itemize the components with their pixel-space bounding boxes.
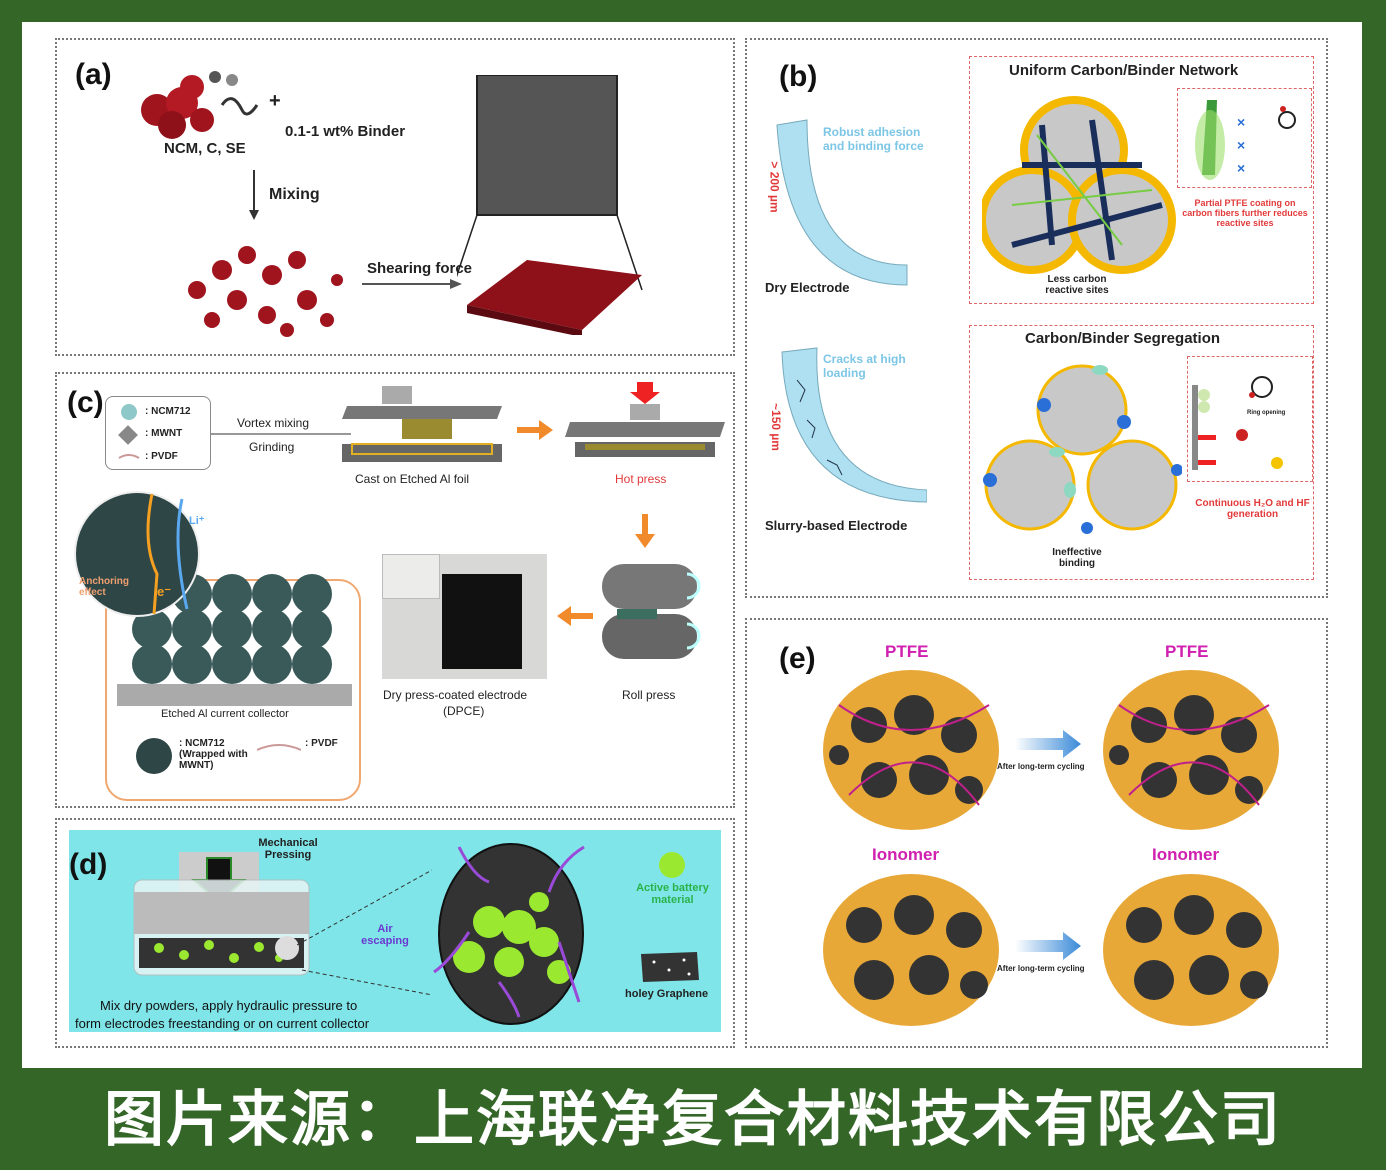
vortex-mixing-label: Vortex mixing — [237, 416, 310, 430]
panel-e-label: (e) — [779, 642, 816, 675]
ptfe-coated-fiber-icon: × × × — [1195, 100, 1296, 180]
right-arrow-icon — [362, 279, 462, 289]
ionomer-label-right: Ionomer — [1152, 845, 1220, 864]
segregated-spheres — [983, 364, 1182, 534]
bottom-side-text: Cracks at high loading — [823, 352, 906, 380]
svg-text:×: × — [1237, 137, 1245, 153]
top-detail-box — [1177, 88, 1312, 188]
ionomer-particle-before — [823, 874, 999, 1026]
panel-a: (a) NCM, C, SE + 0.1-1 wt% Binder Mixing… — [55, 38, 735, 356]
cast-press-icon — [342, 386, 502, 462]
bottom-title: Carbon/Binder Segregation — [1025, 330, 1221, 347]
bottom-detail-box — [1187, 356, 1313, 482]
ionomer-label-left: Ionomer — [872, 845, 940, 864]
slurry-electrode-label: Slurry-based Electrode — [765, 518, 908, 533]
electron-label: e⁻ — [157, 584, 172, 599]
pressing-die-icon — [133, 852, 310, 976]
binder-label: 0.1-1 wt% Binder — [285, 123, 406, 140]
holey-graphene-icon — [641, 952, 699, 982]
sem-image-and-electrode — [457, 75, 643, 335]
ptfe-label-right: PTFE — [1165, 642, 1209, 661]
panel-c: (c) : NCM712 : MWNT : PVDF Vortex mixing… — [55, 372, 735, 808]
lithium-label: Li⁺ — [189, 515, 205, 527]
ring-opening-icon — [1192, 376, 1283, 470]
materials-legend — [105, 396, 211, 470]
panel-b-label: (b) — [779, 60, 818, 93]
zoomed-circle-illustration — [433, 843, 585, 1025]
cycling-label-bottom: After long-term cycling — [997, 964, 1085, 973]
plus-sign: + — [269, 90, 281, 112]
anchoring-label: Anchoring effect — [79, 576, 129, 598]
panel-a-label: (a) — [75, 58, 112, 91]
bottom-zoom-box — [969, 325, 1314, 580]
ncm-particles-icon — [141, 71, 259, 139]
orange-arrow-down-icon — [635, 514, 655, 548]
cycling-label-top: After long-term cycling — [997, 762, 1085, 771]
top-note: Partial PTFE coating on carbon fibers fu… — [1182, 198, 1308, 228]
legend-mwnt: : MWNT — [145, 428, 183, 439]
pvdf-legend-icon — [257, 744, 301, 751]
materials-label: NCM, C, SE — [164, 140, 246, 157]
top-title: Uniform Carbon/Binder Network — [1009, 62, 1239, 79]
source-banner: 图片来源：上海联净复合材料技术有限公司 — [104, 1085, 1282, 1155]
caption-line-1: Mix dry powders, apply hydraulic pressur… — [100, 998, 358, 1013]
top-caption: Less carbon reactive sites — [1045, 274, 1109, 296]
dry-electrode-label: Dry Electrode — [765, 280, 850, 295]
bottom-thickness: ~150 µm — [768, 403, 783, 451]
pressing-label: Mechanical Pressing — [258, 837, 318, 861]
caption-line-2: form electrodes freestanding or on curre… — [75, 1016, 370, 1031]
legend2-pvdf: : PVDF — [305, 738, 338, 749]
ionomer-particle-after — [1103, 874, 1279, 1026]
legend-icons — [118, 404, 140, 459]
dry-electrode-strip — [776, 119, 908, 286]
bottom-caption: Ineffective binding — [1052, 547, 1102, 569]
dpce-abbrev: (DPCE) — [443, 704, 485, 718]
dpce-photo — [382, 554, 547, 679]
ring-opening-label: Ring opening — [1247, 410, 1286, 416]
hot-press-label: Hot press — [615, 472, 667, 486]
top-zoom-box — [969, 56, 1314, 304]
panel-d-label: (d) — [69, 848, 108, 881]
down-arrow-icon — [249, 170, 259, 220]
ncm-structure-illustration — [74, 491, 352, 706]
orange-arrow-left-icon — [557, 606, 593, 626]
dpce-label: Dry press-coated electrode — [383, 688, 528, 702]
svg-text:×: × — [1237, 160, 1245, 176]
panel-d: (d) Mechanical Pressing Air escaping Act… — [55, 818, 735, 1048]
bottom-note: Continuous H₂O and HF generation — [1195, 498, 1310, 520]
roll-press-icon — [602, 564, 701, 659]
active-material-label: Active battery material — [636, 882, 709, 906]
legend2-ncm: : NCM712 (Wrapped with MWNT) — [179, 738, 248, 771]
hot-press-icon — [565, 382, 725, 457]
legend-ncm712: : NCM712 — [145, 406, 191, 417]
top-thickness: > 200 µm — [767, 161, 782, 213]
ptfe-particle-before — [823, 670, 999, 830]
panel-e: (e) PTFE PTFE Ionomer Ionomer After long… — [745, 618, 1328, 1048]
mixed-particles-icon — [188, 246, 343, 337]
collector-label: Etched Al current collector — [161, 708, 289, 720]
zoom-dashed-lines — [297, 869, 433, 996]
legend-pvdf: : PVDF — [145, 451, 178, 462]
orange-arrow-right-icon — [517, 420, 553, 440]
ptfe-label-left: PTFE — [885, 642, 929, 661]
shearing-label: Shearing force — [367, 260, 473, 277]
ptfe-particle-after — [1103, 670, 1279, 830]
active-material-icon — [659, 852, 685, 878]
air-escaping-label: Air escaping — [361, 923, 409, 947]
ncm712-legend-icon — [136, 738, 172, 774]
uniform-network-spheres — [982, 96, 1176, 274]
mixing-label: Mixing — [269, 186, 320, 203]
top-side-text: Robust adhesion and binding force — [823, 125, 924, 153]
panel-c-label: (c) — [67, 386, 104, 419]
holey-graphene-label: holey Graphene — [625, 988, 709, 1000]
grinding-label: Grinding — [249, 440, 295, 454]
connector-line — [211, 433, 351, 435]
svg-text:×: × — [1237, 114, 1245, 130]
cycling-arrow-top-icon — [1015, 730, 1081, 758]
slurry-electrode-strip — [781, 347, 927, 503]
cycling-arrow-bottom-icon — [1015, 932, 1081, 960]
cast-label: Cast on Etched Al foil — [355, 472, 470, 486]
panel-b: (b) Robust adhesion and binding force > … — [745, 38, 1328, 598]
roll-press-label: Roll press — [622, 688, 676, 702]
